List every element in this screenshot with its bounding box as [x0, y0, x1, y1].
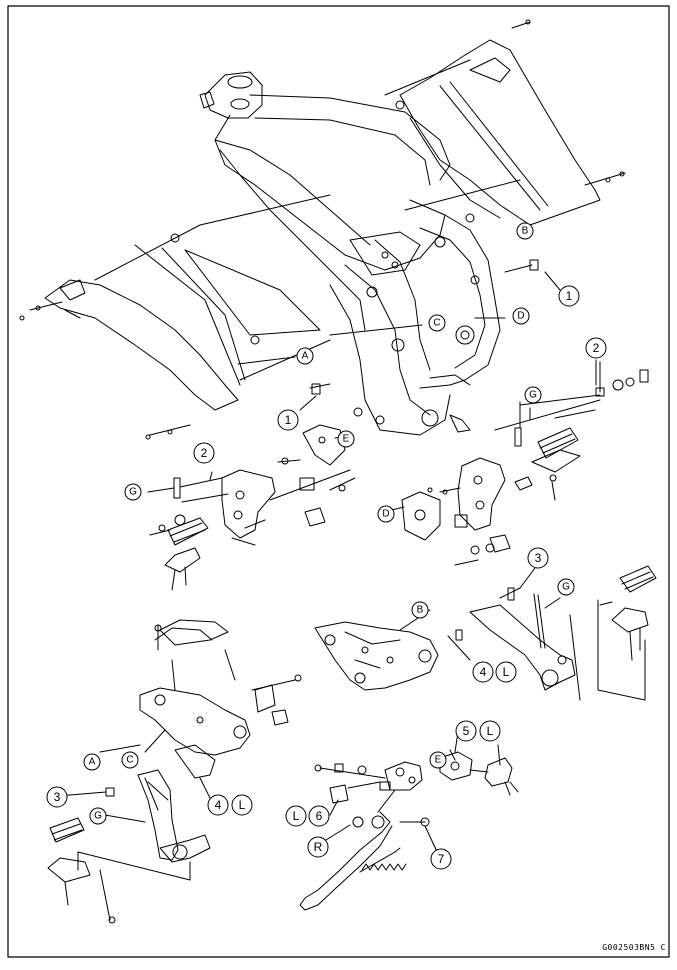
callout-text: C	[126, 755, 133, 766]
callout-text: G	[562, 582, 570, 593]
callout-text: C	[433, 318, 440, 329]
callout-leaders	[57, 227, 597, 859]
callout-G-2: G	[524, 386, 542, 404]
bolt-1-lower	[299, 383, 331, 411]
callout-text: D	[517, 311, 524, 322]
left-footpeg-assembly	[149, 424, 356, 591]
callout-text: G	[129, 487, 137, 498]
callout-D-upper: D	[512, 307, 530, 325]
callout-E-lower: E	[429, 751, 447, 769]
callout-E-upper: E	[337, 430, 355, 448]
callout-1-upper: 1	[558, 285, 580, 307]
right-rear-bracket	[314, 621, 471, 691]
callout-text: L	[503, 665, 510, 679]
callout-C-upper: C	[428, 314, 446, 332]
callout-text: 3	[535, 551, 542, 565]
callout-text: 6	[316, 809, 323, 823]
right-rear-footpeg	[469, 565, 657, 701]
callout-text: A	[302, 351, 309, 362]
callout-D-lower: D	[377, 505, 395, 523]
callout-text: G	[94, 811, 102, 822]
callout-text: 4	[215, 798, 222, 812]
callout-A-upper: A	[296, 347, 314, 365]
bolt-1-upper	[504, 259, 561, 291]
callout-B-upper: B	[516, 222, 534, 240]
callout-G-3: G	[557, 578, 575, 596]
callout-text: L	[487, 724, 494, 738]
callout-3-right: 3	[527, 547, 549, 569]
left-rear-bracket	[47, 619, 302, 924]
callout-text: B	[417, 605, 424, 616]
callout-text: 1	[566, 289, 573, 303]
callout-B-lower: B	[411, 601, 429, 619]
callout-2-right: 2	[585, 337, 607, 359]
callout-text: D	[382, 509, 389, 520]
callout-4L-left: 4 L	[207, 794, 253, 816]
callout-G-1: G	[124, 483, 142, 501]
callout-text: L	[239, 798, 246, 812]
callout-text: 4	[480, 665, 487, 679]
callout-text: L	[293, 809, 300, 823]
callout-4L-right: 4 L	[472, 661, 517, 683]
frame-cover-right	[384, 19, 626, 226]
callout-C-lower: C	[121, 751, 139, 769]
callout-text: B	[522, 226, 529, 237]
callout-text: 2	[593, 341, 600, 355]
callout-R: R	[307, 836, 329, 858]
callout-3-left: 3	[46, 786, 68, 808]
callout-2-left: 2	[193, 442, 215, 464]
callout-7: 7	[430, 848, 452, 870]
frame-cover-left	[19, 194, 331, 440]
callout-text: R	[314, 840, 323, 854]
callout-text: E	[343, 434, 350, 445]
callout-text: E	[435, 755, 442, 766]
side-stand-assembly	[299, 744, 519, 911]
callout-L6: L 6	[285, 805, 330, 827]
callout-text: 1	[285, 413, 292, 427]
figure-code: G002503BN5 C	[602, 943, 666, 952]
callout-text: 5	[463, 724, 470, 738]
callout-G-4: G	[89, 807, 107, 825]
callout-text: G	[529, 390, 537, 401]
callout-text: 7	[438, 852, 445, 866]
callout-5L: 5 L	[455, 720, 501, 742]
main-frame	[199, 71, 501, 436]
right-footpeg-assembly	[401, 361, 649, 566]
callout-text: A	[89, 757, 96, 768]
callout-text: 3	[54, 790, 61, 804]
page-border	[7, 5, 670, 958]
callout-text: 2	[201, 446, 208, 460]
callout-1-lower: 1	[277, 409, 299, 431]
callout-A-lower: A	[83, 753, 101, 771]
